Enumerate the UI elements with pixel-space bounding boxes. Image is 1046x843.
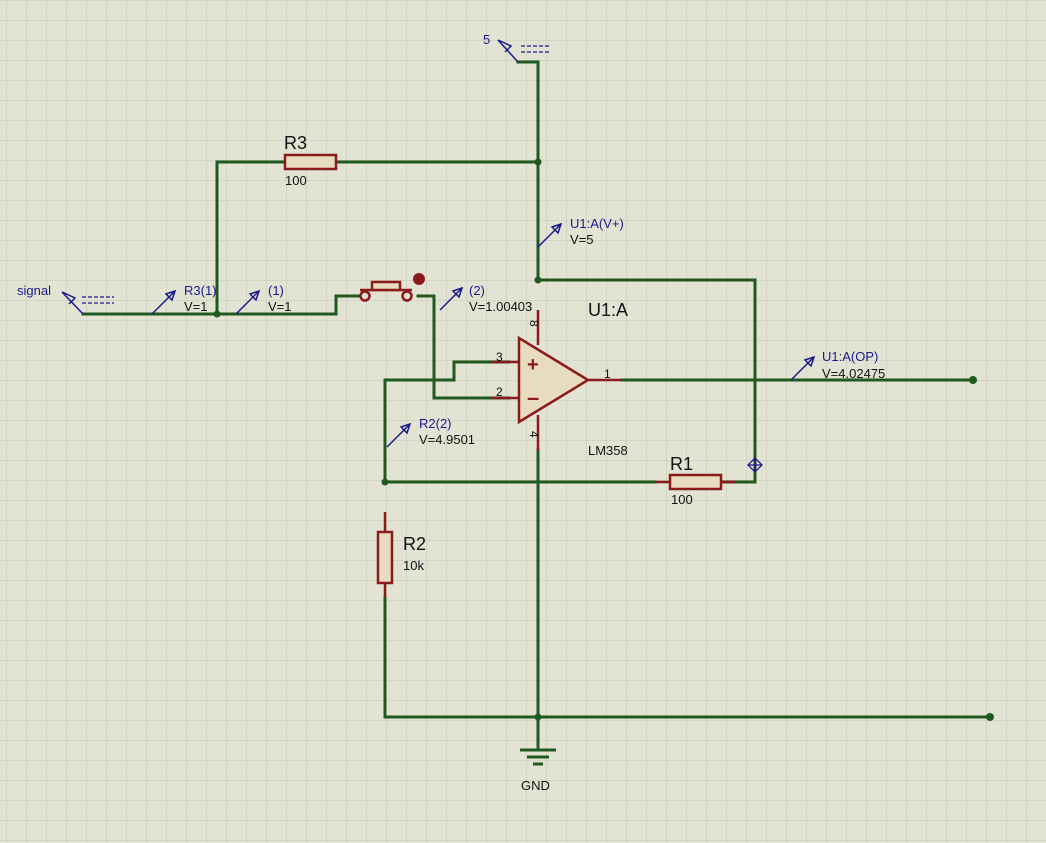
pin-1-label: 1 [604,367,611,381]
r1-value: 100 [671,492,693,507]
voltage-probe[interactable]: R3(1) V=1 [151,283,217,315]
pin-4-label: 4 [527,431,541,438]
opamp-u1a[interactable]: + – 3 2 1 8 4 U1:A LM358 [491,300,628,458]
probe-name: U1:A(V+) [570,216,624,231]
ground-symbol[interactable]: GND [520,748,556,793]
junction-dot [381,478,389,486]
r3-ref: R3 [284,133,307,153]
resistor-r1[interactable]: R1 100 [655,454,763,507]
voltage-probe[interactable]: U1:A(OP) V=4.02475 [790,349,885,381]
power-label: 5 [483,32,490,47]
probe-value: V=5 [570,232,594,247]
wire-ground-bus[interactable] [383,595,992,719]
r2-ref: R2 [403,534,426,554]
switch-state-indicator[interactable] [413,273,425,285]
wire-signal[interactable] [81,294,362,316]
wire-switch-to-inv[interactable] [416,294,511,400]
push-button-switch[interactable] [359,273,425,302]
junction-dot [534,713,542,721]
voltage-probe[interactable]: (1) V=1 [235,283,292,315]
pin-2-label: 2 [496,385,503,399]
minus-sign-icon: – [527,385,539,410]
resistor-r3[interactable]: R3 100 [283,133,338,188]
pin-8-label: 8 [527,320,541,327]
signal-terminal[interactable]: signal [17,283,114,315]
probe-value: V=1.00403 [469,299,532,314]
u1-part: LM358 [588,443,628,458]
voltage-probe[interactable]: (2) V=1.00403 [439,283,532,314]
probe-value: V=1 [184,299,208,314]
probe-value: V=1 [268,299,292,314]
probe-name: U1:A(OP) [822,349,878,364]
plus-sign-icon: + [527,354,539,376]
ground-label: GND [521,778,550,793]
wire-r2-to-noninv[interactable] [383,360,511,484]
pin-3-label: 3 [496,350,503,364]
probe-value: V=4.02475 [822,366,885,381]
power-terminal[interactable]: 5 [483,32,550,63]
voltage-probe[interactable]: U1:A(V+) V=5 [537,216,624,248]
r2-value: 10k [403,558,424,573]
probe-name: R2(2) [419,416,452,431]
probe-name: (1) [268,283,284,298]
wire-vcc-rail[interactable] [516,60,540,282]
resistor-r2[interactable]: R2 10k [376,512,426,597]
voltage-probe[interactable]: R2(2) V=4.9501 [386,416,475,448]
probe-name: R3(1) [184,283,217,298]
r3-value: 100 [285,173,307,188]
signal-label: signal [17,283,51,298]
junctions [213,158,994,721]
probe-value: V=4.9501 [419,432,475,447]
wire-r3-left[interactable] [215,160,285,316]
wires [81,60,992,752]
u1-ref: U1:A [588,300,628,320]
wire-end-dot [986,713,994,721]
wire-end-dot [969,376,977,384]
junction-dot [534,276,542,284]
diamond-marker-icon [747,457,763,473]
r1-ref: R1 [670,454,693,474]
junction-dot [213,310,221,318]
junction-dot [534,158,542,166]
probe-name: (2) [469,283,485,298]
